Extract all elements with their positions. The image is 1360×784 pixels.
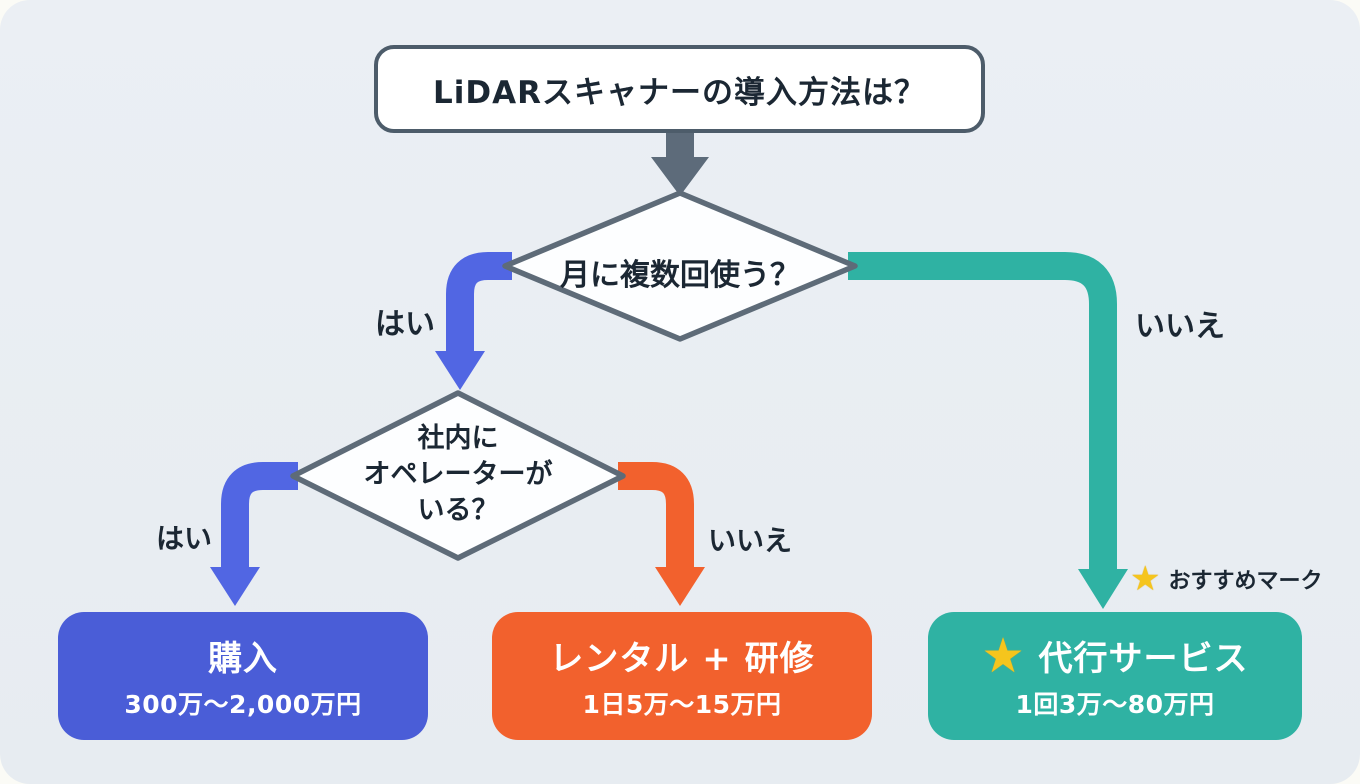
label-operator-no: いいえ: [707, 524, 792, 557]
outcome-purchase: 購入 300万〜2,000万円: [58, 612, 428, 740]
outcome-rental-price: 1日5万〜15万円: [582, 690, 782, 719]
edge-usage-no-arrowhead: [1078, 569, 1128, 609]
outcome-purchase-price: 300万〜2,000万円: [124, 690, 362, 719]
edge-usage-yes-arrowhead: [435, 351, 485, 390]
outcome-agency: ★ 代行サービス 1回3万〜80万円: [928, 612, 1302, 740]
outcome-purchase-label: 購入: [208, 639, 278, 679]
edge-usage-yes: [446, 252, 512, 354]
edge-operator-yes-arrowhead: [210, 567, 260, 606]
outcome-rental-label: レンタル + 研修: [549, 639, 815, 679]
outcome-agency-label: 代行サービス: [1038, 639, 1249, 679]
edge-operator-no: [618, 462, 694, 570]
recommend-note: ★ おすすめマーク: [1130, 562, 1323, 596]
edge-title-to-usage-arrow: [651, 133, 709, 196]
decision-operator-line2: オペレーターが: [363, 459, 553, 491]
label-usage-no: いいえ: [1135, 309, 1225, 344]
decision-usage-shape: [502, 190, 858, 342]
outcome-agency-label-row: ★ 代行サービス: [981, 631, 1248, 680]
edge-operator-yes: [221, 462, 298, 570]
decision-operator-line1: 社内に: [417, 423, 499, 454]
decision-usage-label: 月に複数回使う？: [560, 258, 800, 293]
start-node: LiDARスキャナーの導入方法は？: [374, 45, 985, 133]
outcome-agency-price: 1回3万〜80万円: [1015, 690, 1215, 719]
outcome-rental: レンタル + 研修 1日5万〜15万円: [492, 612, 872, 740]
label-operator-yes: はい: [155, 522, 212, 555]
edge-operator-no-arrowhead: [655, 567, 705, 606]
edge-usage-no: [848, 252, 1117, 572]
star-icon: ★: [981, 627, 1025, 684]
start-node-label: LiDARスキャナーの導入方法は？: [433, 74, 926, 111]
decision-operator-shape: [290, 390, 626, 561]
label-usage-yes: はい: [375, 307, 435, 342]
star-icon: ★: [1130, 559, 1161, 599]
decision-operator-label: 社内に オペレーターが いる？: [308, 421, 608, 530]
recommend-note-label: おすすめマーク: [1168, 569, 1323, 594]
decision-operator-line3: いる？: [417, 495, 499, 527]
